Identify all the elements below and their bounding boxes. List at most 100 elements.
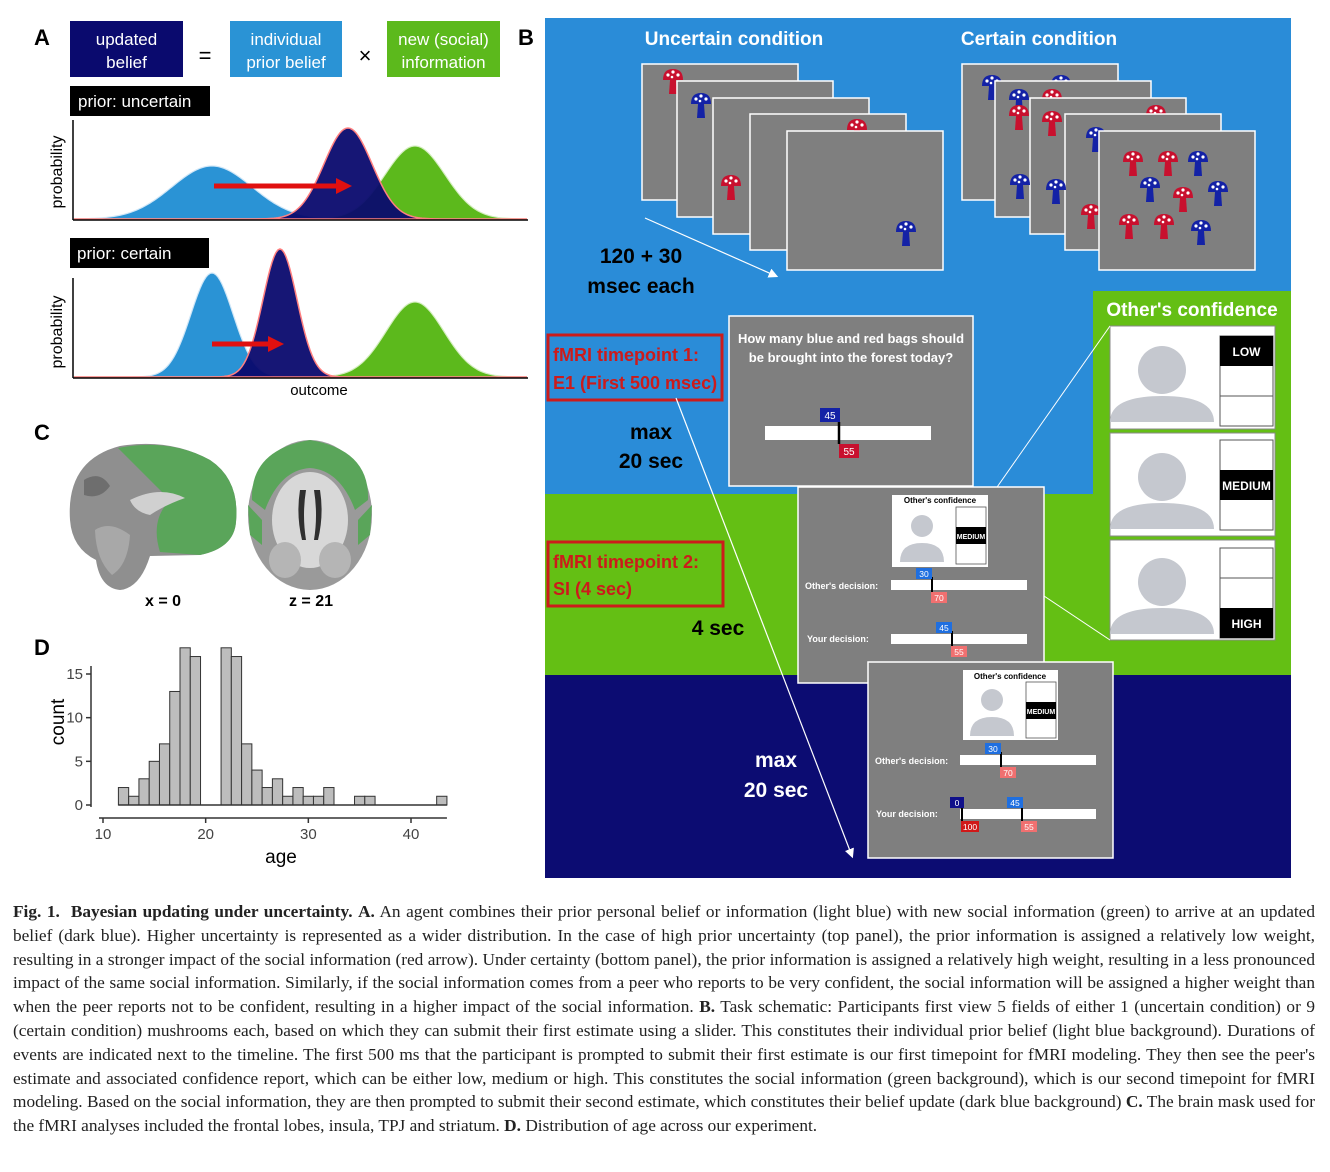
equals-sign: =: [199, 43, 212, 68]
caption-b-text: Task schematic: Participants first view …: [13, 997, 1315, 1112]
histogram-bar: [261, 787, 273, 806]
estimate-red-value: 55: [843, 447, 855, 458]
updated-distribution-certain: [74, 248, 527, 378]
title-uncertain: prior: uncertain: [78, 92, 191, 111]
histogram-bar: [354, 795, 366, 806]
screen3-others-blue: 30: [988, 744, 998, 754]
histogram-bar: [271, 778, 284, 806]
others-confidence-title: Other's confidence: [1106, 300, 1277, 321]
social-info-box: [387, 21, 500, 77]
certain-stimulus-screens: [961, 63, 1256, 271]
screen3-your-red-old: 55: [1024, 822, 1034, 832]
screen3-your-decision-label: Your decision:: [876, 809, 938, 819]
histogram-bar: [436, 795, 448, 806]
histogram-bar: [302, 795, 314, 806]
shift-arrowhead-uncertain: [336, 178, 352, 194]
timing-label-4-line1: max: [755, 749, 797, 772]
screen2-conf-title: Other's confidence: [904, 496, 977, 505]
social-info-line2: information: [401, 53, 485, 72]
update-screen: Other's confidence MEDIUM Other's decisi…: [867, 661, 1114, 859]
screen3-your-slider[interactable]: [960, 809, 1096, 819]
timing-label-4-line2: 20 sec: [744, 779, 809, 802]
caption-d-text: Distribution of age across our experimen…: [525, 1116, 818, 1136]
histogram-bar: [148, 760, 160, 806]
histogram-bar: [251, 769, 263, 806]
panel-a: A updated belief = individual prior beli…: [34, 21, 528, 399]
histogram-bar: [138, 778, 150, 806]
screen2-your-slider[interactable]: [891, 634, 1027, 644]
screen2-conf-level: MEDIUM: [957, 534, 986, 541]
screen2-others-red: 70: [934, 593, 944, 603]
caption-c-text: The brain mask used for the fMRI analyse…: [13, 1092, 1316, 1136]
histogram-bar: [292, 787, 304, 806]
confidence-high-label: HIGH: [1232, 617, 1262, 631]
timeline-arrow-1: [644, 217, 779, 278]
panel-c-label: C: [34, 420, 50, 445]
histogram-bar: [179, 647, 191, 806]
updated-belief-line2: belief: [106, 53, 147, 72]
estimate-slider-track[interactable]: [765, 426, 931, 440]
timing-label-1-line1: 120 + 30: [600, 245, 682, 268]
histogram-xlabel: age: [265, 847, 297, 868]
histogram-bar: [364, 795, 376, 806]
fmri-timepoint-1-box: [546, 333, 724, 402]
title-certain: prior: certain: [77, 244, 171, 263]
caption-title: Bayesian updating under uncertainty.: [70, 902, 353, 921]
fmri-timepoint-1-line1: fMRI timepoint 1:: [553, 345, 699, 365]
title-uncertain-bg: [70, 86, 210, 116]
timeline-arrow-2: [675, 397, 854, 859]
histogram-bar: [128, 795, 140, 806]
uncertain-condition-title: Uncertain condition: [645, 29, 823, 50]
caption-c-label: C.: [1125, 1092, 1143, 1112]
confidence-card-high: HIGH: [1109, 539, 1276, 641]
shift-arrowhead-certain: [268, 336, 284, 352]
timing-label-3: 4 sec: [692, 617, 745, 640]
times-sign: ×: [359, 43, 372, 68]
histogram-bar: [282, 795, 294, 806]
screen3-others-decision-label: Other's decision:: [875, 756, 948, 766]
ylabel-bottom: probability: [49, 296, 66, 369]
xlabel-outcome: outcome: [290, 382, 348, 399]
panel-a-label: A: [34, 25, 50, 50]
figure-canvas: A updated belief = individual prior beli…: [34, 18, 1291, 878]
x-tick-label: 40: [403, 826, 420, 843]
y-tick-label: 0: [75, 797, 83, 814]
screen3-conf-title: Other's confidence: [974, 672, 1047, 681]
y-tick-label: 10: [66, 710, 83, 727]
confidence-low-label: LOW: [1233, 345, 1262, 359]
histogram-bar: [117, 787, 130, 806]
certain-condition-title: Certain condition: [961, 29, 1117, 50]
updated-belief-line1: updated: [96, 30, 157, 49]
y-tick-label: 5: [75, 753, 83, 770]
estimate-red-box: [839, 444, 859, 458]
histogram-bar: [189, 656, 202, 806]
social-info-line1: new (social): [398, 30, 489, 49]
title-certain-bg: [70, 238, 209, 268]
axial-brain-image: [248, 440, 372, 590]
histogram-ylabel: count: [48, 698, 69, 745]
screen2-your-red: 55: [954, 647, 964, 657]
confidence-medium-label: MEDIUM: [1222, 479, 1271, 493]
axial-label: z = 21: [289, 593, 333, 610]
caption-a-label: A.: [358, 902, 375, 921]
question-line2: be brought into the forest today?: [749, 350, 953, 365]
uncertain-stimulus-screens: [641, 63, 944, 271]
screen3-others-red: 70: [1003, 768, 1013, 778]
timing-label-2-line1: max: [630, 421, 672, 444]
caption-a-text: An agent combines their prior personal b…: [13, 902, 1315, 1017]
question-line1: How many blue and red bags should: [738, 331, 964, 346]
caption-b-label: B.: [699, 997, 716, 1017]
panel-d-label: D: [34, 635, 50, 660]
screen2-others-decision-label: Other's decision:: [805, 581, 878, 591]
histogram-bar: [323, 787, 335, 806]
ylabel-top: probability: [49, 136, 66, 209]
histogram-bar: [312, 795, 325, 806]
histogram-bar: [158, 743, 171, 806]
x-tick-label: 30: [300, 826, 317, 843]
fmri-timepoint-2-line1: fMRI timepoint 2:: [553, 552, 699, 572]
histogram-bar: [230, 656, 243, 806]
estimate-blue-box: [820, 408, 840, 422]
updated-distribution-uncertain: [74, 127, 527, 220]
confidence-card-low: LOW: [1109, 325, 1276, 430]
